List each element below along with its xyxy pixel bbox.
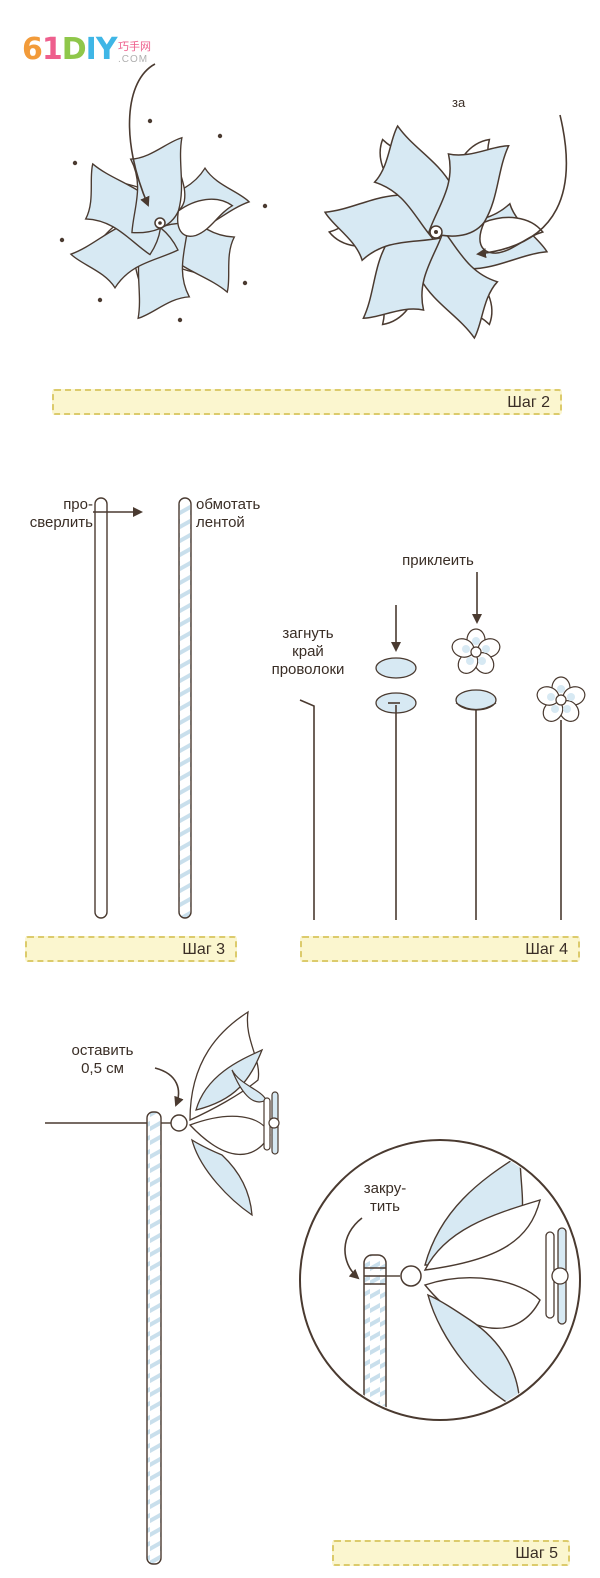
twist-label: закру- тить xyxy=(363,1180,407,1215)
stick-wrapped xyxy=(178,497,192,919)
small-flower-final xyxy=(536,676,586,722)
twist-arrow xyxy=(344,1217,363,1280)
pinwheel-flat xyxy=(59,118,268,336)
pinwheel-folded xyxy=(302,103,570,361)
logo-domain: .COM xyxy=(118,54,149,65)
leave-label: оставить 0,5 см xyxy=(71,1042,134,1077)
step4-label: Шаг 4 xyxy=(525,941,568,958)
step3-label: Шаг 3 xyxy=(182,941,225,958)
wrap-label: обмотать лентой xyxy=(196,496,261,531)
bead xyxy=(170,1114,188,1132)
bent-wire xyxy=(299,699,315,920)
step2-label: Шаг 2 xyxy=(507,394,550,411)
fold-arrow-left xyxy=(128,63,156,207)
step2-partial-label: за xyxy=(452,95,466,110)
step3-bar: Шаг 3 xyxy=(25,936,237,962)
small-flower-top xyxy=(451,628,501,674)
detail-magnifier xyxy=(299,1139,581,1421)
leave-arrow xyxy=(154,1067,184,1107)
pinwheel-side-view xyxy=(188,1010,280,1217)
drill-label: про- сверлить xyxy=(29,496,93,531)
logo-subtitle: 巧手网 xyxy=(118,40,151,53)
fold-arrow-right xyxy=(476,114,568,259)
step5-bar: Шаг 5 xyxy=(332,1540,570,1566)
paper-disc-top xyxy=(375,657,417,679)
step2-bar: Шаг 2 xyxy=(52,389,562,415)
bend-label: загнуть край проволоки xyxy=(271,625,345,678)
site-logo: 61DIY 巧手网 .COM xyxy=(22,30,172,70)
logo-mark: 61DIY xyxy=(22,32,118,67)
step5-label: Шаг 5 xyxy=(515,1545,558,1562)
stick-plain xyxy=(94,497,108,919)
glue-label: приклеить xyxy=(402,552,474,569)
step4-bar: Шаг 4 xyxy=(300,936,580,962)
pinwheel-stick xyxy=(146,1111,162,1565)
